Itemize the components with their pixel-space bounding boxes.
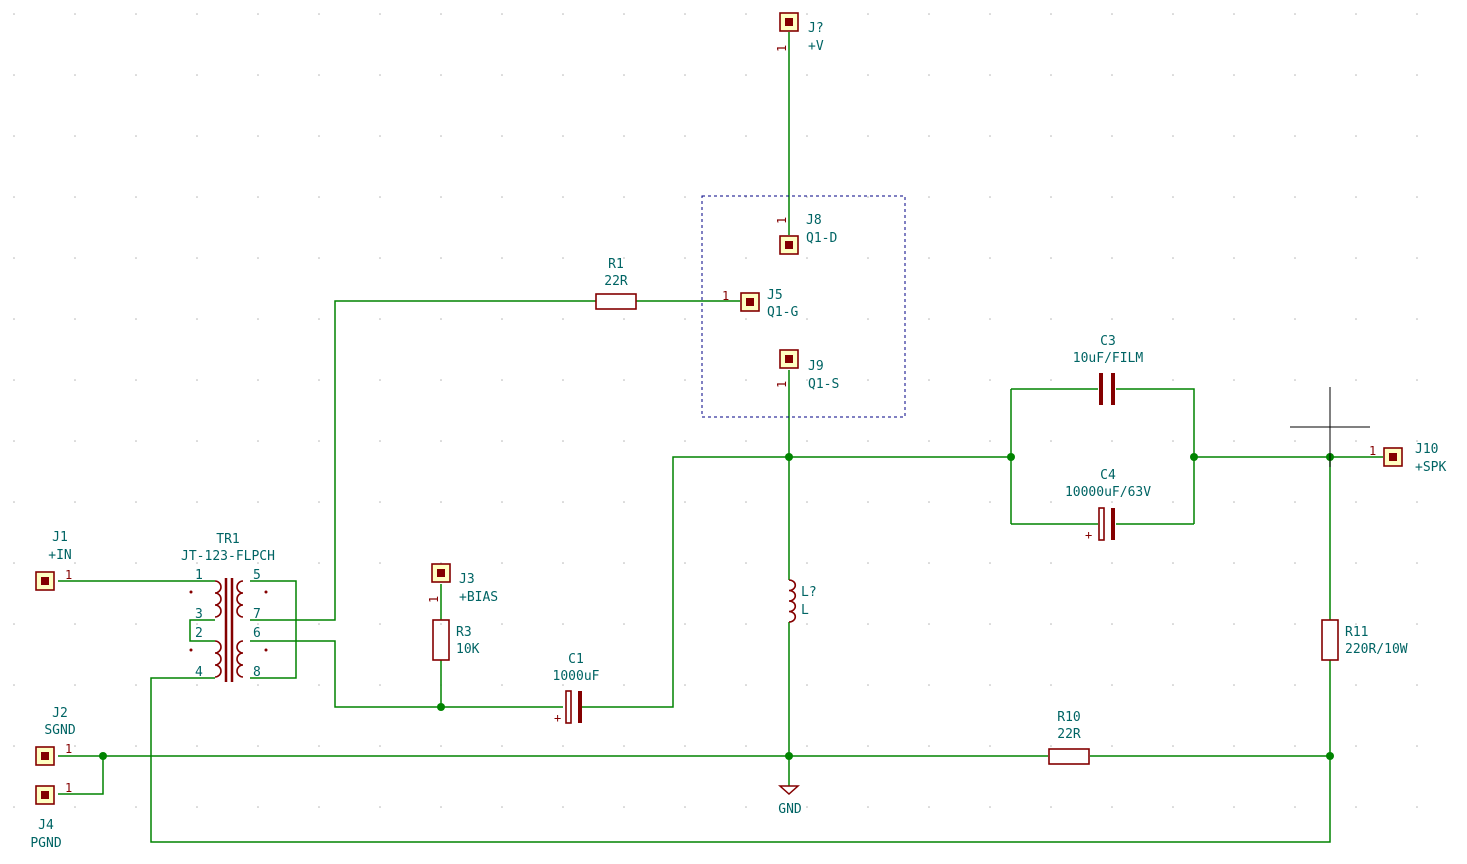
ref-label: J5 bbox=[767, 288, 783, 303]
value-label: JT-123-FLPCH bbox=[181, 549, 275, 564]
wire-tr3-tr2[interactable] bbox=[189, 619, 215, 642]
wire-source-c1[interactable] bbox=[582, 456, 789, 708]
transformer-tr1[interactable]: TR1 JT-123-FLPCH 1 3 2 4 5 7 6 8 bbox=[181, 532, 275, 682]
ref-label: J8 bbox=[806, 213, 822, 228]
ground-symbol[interactable]: GND bbox=[778, 785, 802, 817]
value-label: 22R bbox=[1057, 727, 1081, 742]
connector-j5[interactable]: 1 J5 Q1-G bbox=[722, 288, 798, 320]
tr1-pin-4: 4 bbox=[195, 665, 203, 680]
junction-dot bbox=[785, 752, 793, 760]
connector-j2[interactable]: 1 J2 SGND bbox=[35, 706, 76, 766]
value-label: +SPK bbox=[1415, 460, 1446, 475]
value-label: 10uF/FILM bbox=[1073, 351, 1144, 366]
tr1-pin-7: 7 bbox=[253, 607, 261, 622]
wires bbox=[58, 32, 1383, 843]
value-label: 220R/10W bbox=[1345, 642, 1408, 657]
ref-label: L? bbox=[801, 585, 817, 600]
capacitor-c4[interactable]: + C4 10000uF/63V bbox=[1065, 468, 1151, 542]
resistor-r11[interactable]: R11 220R/10W bbox=[1321, 619, 1408, 661]
value-label: 1000uF bbox=[553, 669, 600, 684]
wire-r11-sgnd[interactable] bbox=[150, 660, 1331, 843]
value-label: Q1-G bbox=[767, 305, 798, 320]
ref-label: R10 bbox=[1057, 710, 1080, 725]
value-label: Q1-S bbox=[808, 377, 839, 392]
cursor-crosshair bbox=[1290, 387, 1370, 467]
value-label: 22R bbox=[604, 274, 628, 289]
capacitor-c3[interactable]: C3 10uF/FILM bbox=[1073, 334, 1144, 405]
capacitor-c1[interactable]: + C1 1000uF bbox=[553, 652, 600, 725]
pin-number: 1 bbox=[775, 45, 789, 52]
ref-label: J9 bbox=[808, 359, 824, 374]
junction-dot bbox=[1007, 453, 1015, 461]
resistor-r1[interactable]: R1 22R bbox=[595, 257, 637, 310]
ref-label: R1 bbox=[608, 257, 624, 272]
value-label: +IN bbox=[48, 548, 71, 563]
resistor-r3[interactable]: R3 10K bbox=[432, 619, 480, 661]
wire-pgnd[interactable] bbox=[58, 756, 104, 795]
connector-j10[interactable]: 1 J10 +SPK bbox=[1369, 442, 1446, 475]
pin-number: 1 bbox=[722, 289, 729, 303]
tr1-pin-1: 1 bbox=[195, 568, 203, 583]
ref-label: J? bbox=[808, 21, 824, 36]
value-label: SGND bbox=[44, 723, 75, 738]
pin-number: 1 bbox=[65, 781, 72, 795]
junction-dot bbox=[1326, 752, 1334, 760]
wire-c3-top-right[interactable] bbox=[1116, 388, 1195, 524]
pin-number: 1 bbox=[775, 217, 789, 224]
junction-dot bbox=[99, 752, 107, 760]
value-label: 10000uF/63V bbox=[1065, 485, 1151, 500]
wire-tr6-c1[interactable] bbox=[250, 640, 563, 708]
ref-label: R11 bbox=[1345, 625, 1368, 640]
connector-j3[interactable]: 1 J3 +BIAS bbox=[427, 563, 498, 605]
pin-number: 1 bbox=[1369, 444, 1376, 458]
tr1-pin-2: 2 bbox=[195, 626, 203, 641]
resistor-r10[interactable]: R10 22R bbox=[1048, 710, 1090, 765]
wire-tr5-tr8[interactable] bbox=[250, 580, 297, 679]
connector-j-top[interactable]: 1 J? +V bbox=[775, 12, 824, 54]
junction-dot bbox=[785, 453, 793, 461]
value-label: L bbox=[801, 603, 809, 618]
value-label: 10K bbox=[456, 642, 480, 657]
polarity-mark: + bbox=[1085, 528, 1092, 542]
connector-j8[interactable]: 1 J8 Q1-D bbox=[775, 213, 837, 255]
ref-label: R3 bbox=[456, 625, 472, 640]
junctions bbox=[99, 453, 1334, 760]
value-label: +V bbox=[808, 39, 824, 54]
ref-label: J2 bbox=[52, 706, 68, 721]
ref-label: J3 bbox=[459, 572, 475, 587]
ref-label: TR1 bbox=[216, 532, 239, 547]
tr1-pin-3: 3 bbox=[195, 607, 203, 622]
polarity-mark: + bbox=[554, 711, 561, 725]
ref-label: C3 bbox=[1100, 334, 1116, 349]
inductor-l1[interactable]: L? L bbox=[788, 579, 817, 623]
connector-j4[interactable]: 1 J4 PGND bbox=[30, 781, 72, 851]
gnd-label: GND bbox=[778, 802, 802, 817]
pin-number: 1 bbox=[65, 568, 72, 582]
wire-tr7-r1[interactable] bbox=[250, 300, 596, 621]
pin-number: 1 bbox=[775, 381, 789, 388]
pin-number: 1 bbox=[65, 742, 72, 756]
pin-number: 1 bbox=[427, 596, 441, 603]
ref-label: J4 bbox=[38, 818, 54, 833]
tr1-pin-5: 5 bbox=[253, 568, 261, 583]
connector-j1[interactable]: 1 J1 +IN bbox=[35, 530, 72, 591]
junction-dot bbox=[437, 703, 445, 711]
tr1-pin-6: 6 bbox=[253, 626, 261, 641]
ref-label: J10 bbox=[1415, 442, 1438, 457]
ref-label: J1 bbox=[52, 530, 68, 545]
value-label: PGND bbox=[30, 836, 61, 851]
junction-dot bbox=[1190, 453, 1198, 461]
ref-label: C1 bbox=[568, 652, 584, 667]
value-label: +BIAS bbox=[459, 590, 498, 605]
tr1-pin-8: 8 bbox=[253, 665, 261, 680]
mosfet-group-box bbox=[701, 195, 906, 418]
connector-j9[interactable]: 1 J9 Q1-S bbox=[775, 349, 839, 392]
value-label: Q1-D bbox=[806, 231, 837, 246]
ref-label: C4 bbox=[1100, 468, 1116, 483]
